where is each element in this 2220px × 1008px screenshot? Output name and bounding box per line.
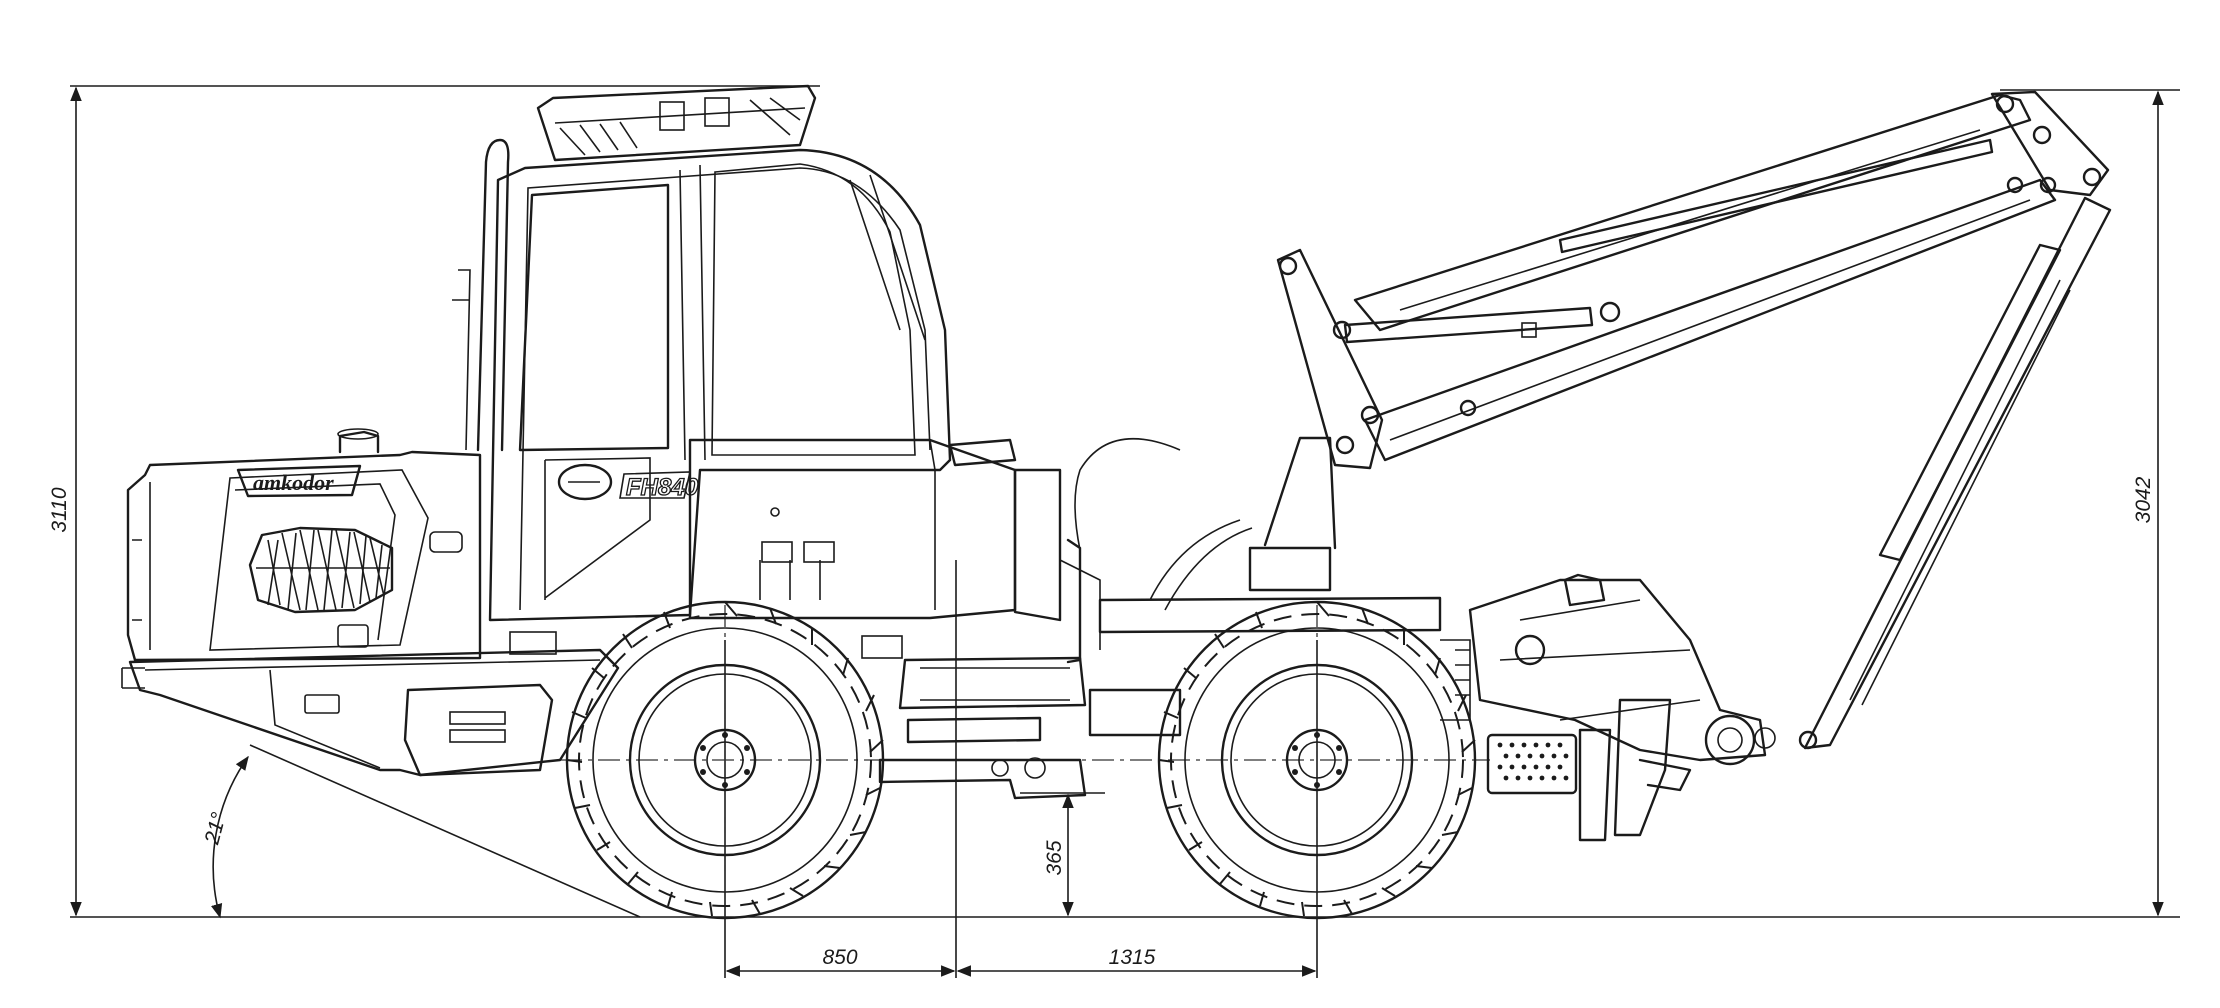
rear-chassis xyxy=(121,631,903,777)
center-lines xyxy=(560,605,1490,920)
operator-cab: FH840 xyxy=(452,84,1017,622)
boom-height-label: 3042 xyxy=(2132,476,2155,523)
clearance-label: 365 xyxy=(1043,840,1066,875)
overall-height-label: 3110 xyxy=(48,487,71,532)
center-transmission xyxy=(878,438,1442,800)
brand-logo: amkodor xyxy=(253,470,334,495)
model-badge: FH840 xyxy=(626,474,699,501)
rear-wheel xyxy=(1157,600,1477,920)
front-wheel xyxy=(565,600,885,920)
approach-angle-label: 21° xyxy=(200,810,231,848)
rear-axle-label: 1315 xyxy=(1109,946,1156,969)
dimension-lines xyxy=(70,85,2180,978)
engine-compartment: amkodor xyxy=(126,428,482,662)
harvester-head xyxy=(1440,573,1776,842)
crane-boom xyxy=(1263,90,2112,750)
front-axle-label: 850 xyxy=(822,946,857,969)
approach-angle-arc xyxy=(211,755,249,919)
approach-angle-line xyxy=(249,744,641,918)
